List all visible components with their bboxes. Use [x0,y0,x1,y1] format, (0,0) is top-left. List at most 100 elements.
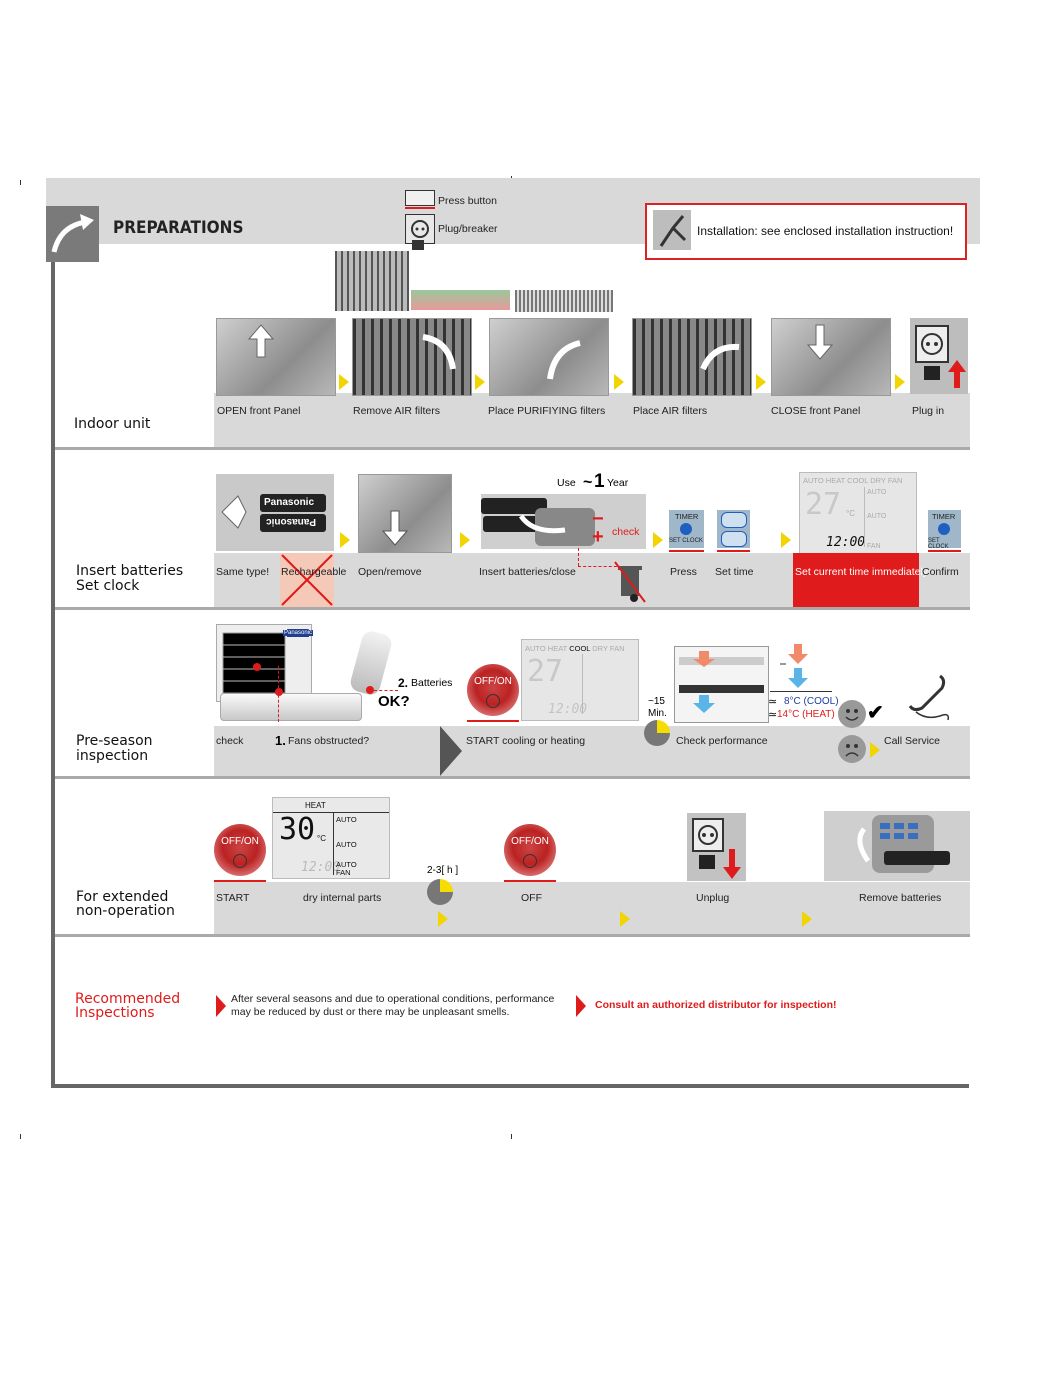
checkmark-icon: ✔ [867,700,884,725]
ext-dry: dry internal parts [303,892,381,904]
air-filter-image [335,251,409,311]
approx-heat: ≃ [768,708,777,721]
step-arrow [802,911,812,927]
remove-filters-photo [352,318,472,396]
press-underline [669,550,704,552]
minus-sign: − [592,511,604,527]
ext-remove-batteries: Remove batteries [859,892,941,904]
fifteen-min-timer-icon [644,720,670,746]
chevron-up-icon[interactable] [721,512,747,528]
recommended-title-2: Inspections [75,1006,155,1021]
batt-step-open: Open/remove [358,566,422,578]
purifying-filter-image [411,290,510,310]
page-title: PREPARATIONS [113,218,244,238]
indoor-step-2: Remove AIR filters [353,405,440,417]
ext-start: START [216,892,249,904]
plug-legend-cord [412,240,424,250]
fraction-line [770,691,832,692]
press-underline [717,550,750,552]
preseason-title-1: Pre-season [76,734,153,749]
step-arrow [620,911,630,927]
num-2: 2. [398,676,408,690]
rechargeable-crossed [280,553,334,607]
min-top: ~15 [648,696,665,707]
approx-cool: ≃ [768,695,777,708]
chevron-down-icon[interactable] [721,531,747,547]
press-underline [928,550,961,552]
installation-note-text: Installation: see enclosed installation … [697,224,953,238]
indoor-step-6: Plug in [912,405,944,417]
batt-step-confirm: Confirm [922,566,959,578]
fans-obstructed: Fans obstructed? [288,735,369,747]
batt-step-set-current: Set current time immediately [795,566,928,578]
step-arrow [895,374,905,390]
batteries-label: Batteries [411,677,452,689]
preparations-icon [46,206,99,262]
confirm-timer-button[interactable]: TIMER SET CLOCK [928,510,961,548]
lcd-display: AUTO HEAT COOL DRY FAN 27 °C 12:00 AUTO … [799,472,917,554]
time-up-down-buttons[interactable] [717,510,750,548]
pliers-icon [653,210,691,250]
press-underline [504,880,556,882]
step-arrow [653,532,663,548]
timer-set-clock-button[interactable]: TIMER SET CLOCK [669,510,704,548]
years-label: Year [607,477,628,489]
offon-off-button[interactable]: OFF/ON [504,824,556,876]
dashed-connector [578,548,580,566]
preseason-lcd: AUTO HEAT COOL DRY FAN 27 12:00 [521,639,639,721]
hours-label: 2-3[ h ] [427,865,458,876]
section-divider [55,776,970,779]
place-filters-photo [632,318,752,396]
batt-step-insert: Insert batteries/close [479,566,576,578]
indoor-step-4: Place AIR filters [633,405,707,417]
offon-button[interactable]: OFF/ON [467,664,519,716]
ext-off: OFF [521,892,542,904]
extended-title-2: non-operation [76,904,175,919]
outdoor-brand: Panasonic [283,630,313,636]
cool-temp: 8°C (COOL) [784,696,839,707]
press-underline [214,880,266,882]
indoor-title: Indoor unit [74,417,150,432]
recommended-text-2: may be reduced by dust or there may be u… [231,1006,509,1018]
no-trash-icon [613,560,647,604]
left-rail [51,262,55,1088]
indoor-step-5: CLOSE front Panel [771,405,860,417]
purifying-filter-image-2 [515,290,613,312]
open-panel-photo [216,318,336,396]
unplug-image [687,813,746,881]
indoor-step-1: OPEN front Panel [217,405,300,417]
batt-step-rechargeable: Rechargeable [281,566,346,578]
batteries-title-2: Set clock [76,579,139,594]
hours-timer-icon [427,879,453,905]
step-arrow [614,374,624,390]
crop-mark [20,1134,21,1139]
ok-question: OK? [378,693,410,710]
battery-brand-1: Panasonic [264,497,314,508]
batteries-title-1: Insert batteries [76,564,183,579]
press-legend-underline [405,207,435,209]
recommended-text-1: After several seasons and due to operati… [231,993,554,1005]
big-step-arrow [440,726,462,776]
close-panel-photo [771,318,891,396]
offon-start-button[interactable]: OFF/ON [214,824,266,876]
legend-press-label: Press button [438,195,497,207]
same-type-batteries-image [216,474,334,551]
use-label: Use [557,477,576,489]
indoor-step-3: Place PURIFIYING filters [488,405,605,417]
step-arrow [339,374,349,390]
red-bullet-arrow [576,995,586,1017]
section-divider [55,934,970,937]
batt-step-set-time: Set time [715,566,754,578]
set-time-immediately-highlight [793,553,919,607]
dashed-connector [278,666,280,722]
consult-distributor: Consult an authorized distributor for in… [595,999,837,1011]
crop-mark [511,1134,512,1139]
dashed-connector [374,690,398,692]
legend-plug-label: Plug/breaker [438,223,498,235]
installation-note-box: Installation: see enclosed installation … [645,203,967,260]
section-divider [55,607,970,610]
crop-mark [20,180,21,185]
red-bullet-arrow [216,995,226,1017]
start-cooling-heating: START cooling or heating [466,735,585,747]
phone-icon [906,672,952,722]
